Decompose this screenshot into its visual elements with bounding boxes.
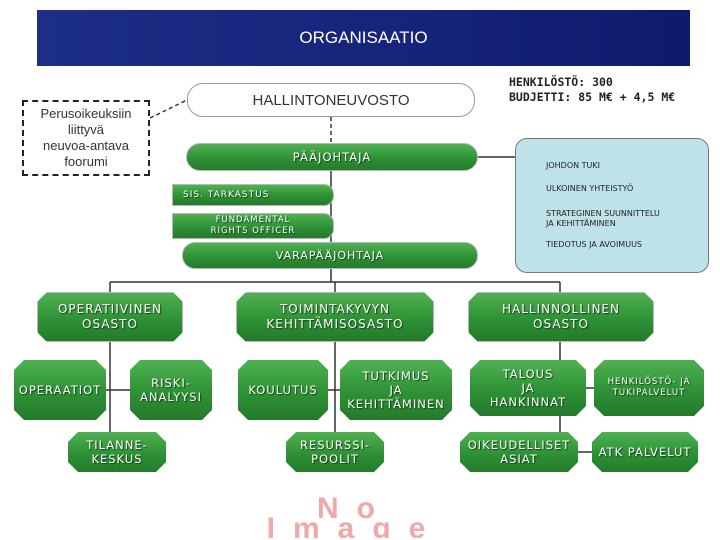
unit-resource-pools: RESURSSI-POOLIT	[286, 432, 384, 472]
unit-ict-services: ATK PALVELUT	[592, 432, 698, 472]
deputy-director-box: VARAPÄÄJOHTAJA	[182, 242, 478, 269]
unit-risk-analysis: RISKI-ANALYYSI	[130, 360, 212, 420]
no-image-placeholder: No Image	[267, 492, 444, 538]
forum-line: Perusoikeuksiin	[40, 106, 132, 121]
staff-budget-info: HENKILÖSTÖ: 300 BUDJETTI: 85 M€ + 4,5 M€	[509, 75, 709, 105]
forum-to-board-line	[149, 99, 188, 119]
placeholder-word: Image	[267, 512, 444, 538]
forum-line: foorumi	[64, 154, 108, 169]
board-box: HALLINTONEUVOSTO	[187, 83, 475, 117]
staff-count: HENKILÖSTÖ: 300	[509, 75, 613, 89]
forum-box: Perusoikeuksiin liittyvä neuvoa-antava f…	[22, 100, 150, 176]
unit-situation-centre: TILANNE-KESKUS	[68, 432, 166, 472]
forum-line: liittyvä	[67, 122, 105, 137]
support-unit-management: JOHDON TUKI	[546, 161, 601, 170]
fro-line: FUNDAMENTAL	[215, 215, 291, 225]
ceo-box: PÄÄJOHTAJA	[186, 143, 478, 171]
support-unit-communication: TIEDOTUS JA AVOIMUUS	[546, 240, 642, 249]
forum-line: neuvoa-antava	[42, 138, 129, 153]
page-title: ORGANISAATIO	[37, 10, 690, 66]
fro-line: RIGHTS OFFICER	[210, 226, 296, 236]
support-units-box: JOHDON TUKI ULKOINEN YHTEISTYÖ STRATEGIN…	[515, 138, 709, 273]
unit-training: KOULUTUS	[238, 360, 328, 420]
placeholder-word: No	[317, 492, 393, 525]
support-unit-external-relations: ULKOINEN YHTEISTYÖ	[546, 184, 634, 193]
internal-audit-box: SIS. TARKASTUS	[172, 184, 334, 206]
fundamental-rights-officer-box: FUNDAMENTAL RIGHTS OFFICER	[172, 213, 334, 239]
support-unit-strategic-planning: STRATEGINEN SUUNNITTELU JA KEHITTÄMINEN	[546, 209, 660, 228]
unit-operations: OPERAATIOT	[14, 360, 106, 420]
budget: BUDJETTI: 85 M€ + 4,5 M€	[509, 90, 676, 104]
